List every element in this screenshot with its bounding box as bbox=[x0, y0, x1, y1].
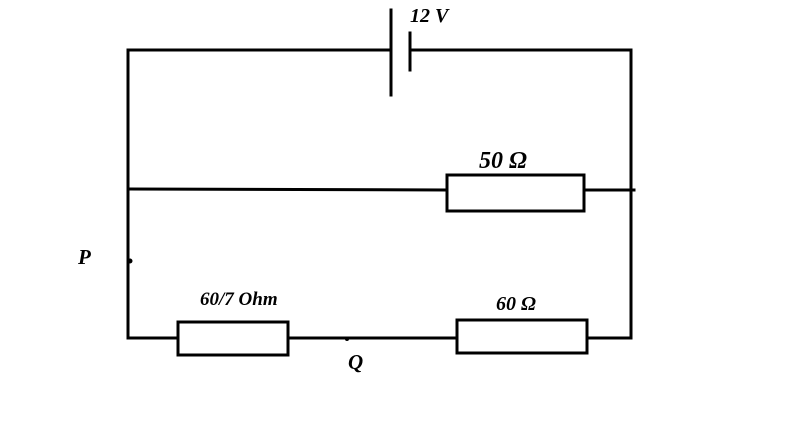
resistor-bottom-left bbox=[176, 320, 290, 357]
resistor-top-label: 50 Ω bbox=[479, 148, 527, 174]
resistor-bottom-right-label: 60 Ω bbox=[496, 293, 536, 315]
wire-middle-left bbox=[126, 187, 449, 192]
resistor-bottom-left-label: 60/7 Ohm bbox=[200, 289, 278, 310]
resistor-top bbox=[445, 173, 586, 213]
node-p-dot bbox=[127, 258, 133, 264]
point-p-label: P bbox=[77, 245, 91, 269]
node-q-dot bbox=[345, 337, 349, 341]
point-q-label: Q bbox=[348, 350, 363, 374]
battery-label: 12 V bbox=[410, 5, 450, 27]
resistor-bottom-right bbox=[455, 318, 589, 355]
